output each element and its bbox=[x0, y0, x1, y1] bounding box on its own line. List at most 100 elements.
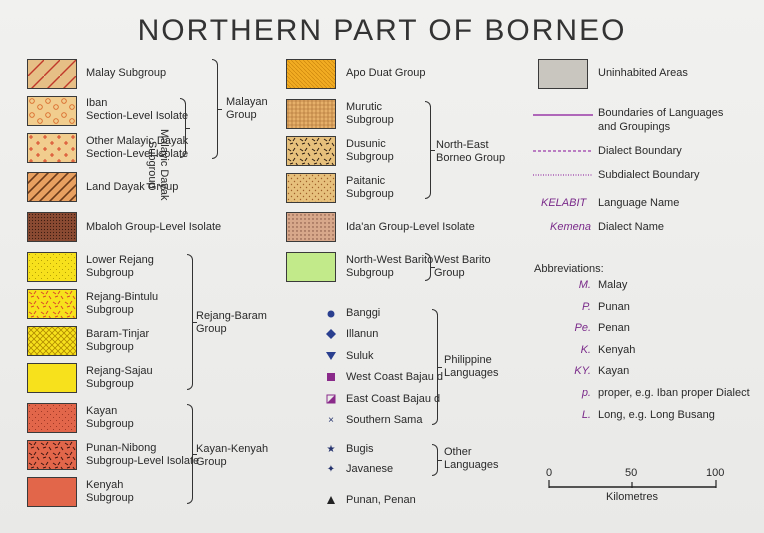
other-malayic-swatch bbox=[27, 133, 77, 163]
javanese-label: Javanese bbox=[346, 463, 394, 475]
rejang-baram-bracket bbox=[187, 254, 197, 390]
malayan-label: Malayan bbox=[226, 96, 268, 108]
baram-tinjar-label-2: Subgroup bbox=[86, 341, 134, 353]
punan-nibong-label-2: Subgroup-Level Isolate bbox=[86, 455, 200, 467]
dialect-name-label: Dialect Name bbox=[598, 221, 665, 233]
malayan-label-2: Group bbox=[226, 109, 257, 121]
nw-barito-swatch bbox=[286, 252, 336, 282]
rejang-sajau-label-2: Subgroup bbox=[86, 378, 134, 390]
abbr-meaning: Punan bbox=[598, 301, 630, 313]
triangle-up-icon bbox=[327, 496, 335, 504]
scale-unit-label: Kilometres bbox=[606, 491, 658, 503]
kayan-kenyah-bracket bbox=[187, 404, 197, 504]
iban-label-2: Section-Level Isolate bbox=[86, 110, 189, 122]
kenyah-label-2: Subgroup bbox=[86, 492, 134, 504]
abbr-meaning: Malay bbox=[598, 279, 628, 291]
language-name-label: Language Name bbox=[598, 197, 680, 209]
punan-penan-label: Punan, Penan bbox=[346, 494, 416, 506]
rejang-sajau-label: Rejang-Sajau bbox=[86, 365, 153, 377]
apo-duat-label: Apo Duat Group bbox=[346, 67, 426, 79]
kenyah-label: Kenyah bbox=[86, 479, 124, 491]
other-languages-label: Other bbox=[444, 446, 472, 458]
scale-bar bbox=[548, 480, 717, 488]
baram-tinjar-label: Baram-Tinjar bbox=[86, 328, 150, 340]
wc-bajau-label: West Coast Bajau d bbox=[346, 371, 444, 383]
malay-subgroup-swatch bbox=[27, 59, 77, 89]
paitanic-label-2: Subgroup bbox=[346, 188, 394, 200]
paitanic-label: Paitanic bbox=[346, 175, 386, 187]
uninhabited-label: Uninhabited Areas bbox=[598, 67, 688, 79]
triangle-down-icon bbox=[326, 352, 336, 360]
apo-duat-swatch bbox=[286, 59, 336, 89]
kayan-label-2: Subgroup bbox=[86, 418, 134, 430]
other-malayic-label: Other Malayic Dayak bbox=[86, 135, 189, 147]
baram-tinjar-swatch bbox=[27, 326, 77, 356]
star-icon: ★ bbox=[326, 444, 336, 455]
rejang-bintulu-label-2: Subgroup bbox=[86, 304, 134, 316]
abbr-meaning: Kenyah bbox=[598, 344, 636, 356]
uninhabited-swatch bbox=[538, 59, 588, 89]
ne-borneo-label: North-East bbox=[436, 139, 489, 151]
iban-label: Iban bbox=[86, 97, 108, 109]
idaan-swatch bbox=[286, 212, 336, 242]
rejang-bintulu-label: Rejang-Bintulu bbox=[86, 291, 159, 303]
lower-rejang-label-2: Subgroup bbox=[86, 267, 134, 279]
malayic-dayak-bracket bbox=[180, 98, 190, 158]
west-barito-label: West Barito bbox=[434, 254, 491, 266]
abbr-code: P. bbox=[582, 301, 591, 313]
scale-tick-50: 50 bbox=[625, 467, 638, 479]
illanun-label: Illanun bbox=[346, 328, 379, 340]
ne-borneo-label-2: Borneo Group bbox=[436, 152, 506, 164]
abbr-code: KY. bbox=[574, 365, 591, 377]
abbr-code: K. bbox=[580, 344, 591, 356]
punan-nibong-label: Punan-Nibong bbox=[86, 442, 157, 454]
malay-subgroup-label: Malay Subgroup bbox=[86, 67, 167, 79]
abbr-meaning: Kayan bbox=[598, 365, 630, 377]
mbaloh-label: Mbaloh Group-Level Isolate bbox=[86, 221, 222, 233]
other-languages-bracket bbox=[432, 444, 442, 476]
kenyah-swatch bbox=[27, 477, 77, 507]
west-barito-bracket bbox=[425, 253, 435, 281]
kayan-kenyah-label-2: Group bbox=[196, 456, 227, 468]
murutic-label-2: Subgroup bbox=[346, 114, 394, 126]
other-languages-label-2: Languages bbox=[444, 459, 499, 471]
iban-swatch bbox=[27, 96, 77, 126]
abbr-code: p. bbox=[581, 387, 591, 399]
kayan-swatch bbox=[27, 403, 77, 433]
abbreviations-heading: Abbreviations: bbox=[534, 263, 604, 275]
kemena-sample: Kemena bbox=[550, 221, 591, 233]
land-dayak-swatch bbox=[27, 172, 77, 202]
punan-nibong-swatch bbox=[27, 440, 77, 470]
abbr-meaning: proper, e.g. Iban proper Dialect bbox=[598, 387, 750, 399]
square-icon bbox=[327, 373, 335, 381]
rejang-sajau-swatch bbox=[27, 363, 77, 393]
lower-rejang-swatch bbox=[27, 252, 77, 282]
lower-rejang-label: Lower Rejang bbox=[86, 254, 154, 266]
dialect-boundary-line bbox=[533, 150, 593, 152]
southern-sama-label: Southern Sama bbox=[346, 414, 423, 426]
bugis-label: Bugis bbox=[346, 443, 374, 455]
subdialect-boundary-line bbox=[533, 174, 593, 176]
page-title: NORTHERN PART OF BORNEO bbox=[137, 14, 627, 47]
abbr-meaning: Long, e.g. Long Busang bbox=[598, 409, 715, 421]
malayan-bracket bbox=[212, 59, 222, 159]
murutic-swatch bbox=[286, 99, 336, 129]
ne-borneo-bracket bbox=[425, 101, 435, 199]
subdialect-boundary-label: Subdialect Boundary bbox=[598, 169, 700, 181]
abbr-meaning: Penan bbox=[598, 322, 630, 334]
ec-bajau-label: East Coast Bajau d bbox=[346, 393, 441, 405]
kayan-kenyah-label: Kayan-Kenyah bbox=[196, 443, 269, 455]
rejang-baram-label: Rejang-Baram bbox=[196, 310, 267, 322]
mbaloh-swatch bbox=[27, 212, 77, 242]
murutic-label: Murutic bbox=[346, 101, 383, 113]
dusunic-label-2: Subgroup bbox=[346, 151, 394, 163]
nw-barito-label-2: Subgroup bbox=[346, 267, 394, 279]
nw-barito-label: North-West Barito bbox=[346, 254, 434, 266]
plus-icon: ✦ bbox=[326, 464, 336, 475]
language-boundary-line bbox=[533, 114, 593, 116]
west-barito-label-2: Group bbox=[434, 267, 465, 279]
paitanic-swatch bbox=[286, 173, 336, 203]
scale-tick-100: 100 bbox=[706, 467, 725, 479]
